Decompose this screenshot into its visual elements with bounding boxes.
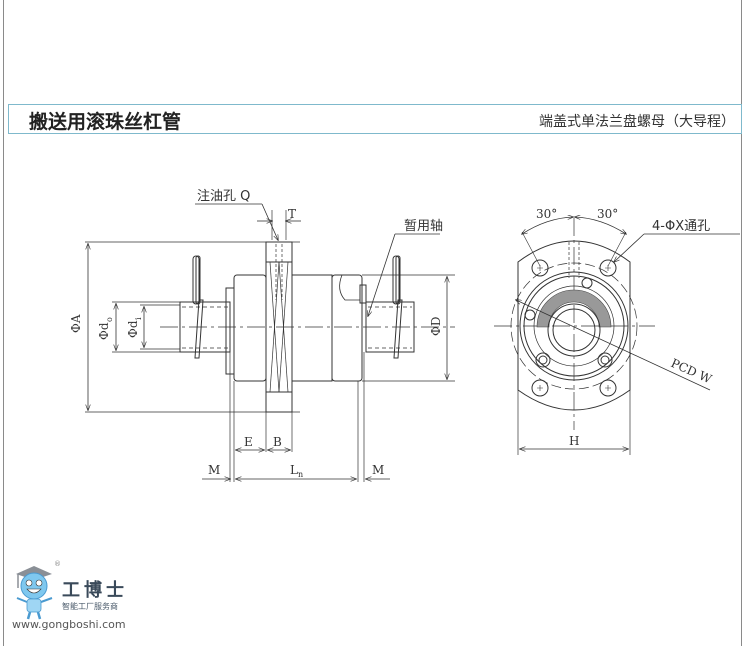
oil-hole-leader: [261, 203, 278, 240]
left-shaft-tube: [179, 301, 231, 353]
svg-text:n: n: [298, 470, 303, 479]
nut-body: [291, 274, 333, 382]
gongboshi-logo[interactable]: ® 工博士 智能工厂服务商 www.gongboshi.com: [10, 560, 140, 640]
svg-text:i: i: [134, 317, 143, 320]
product-type-subtitle: 端盖式单法兰盘螺母（大导程）: [539, 114, 735, 130]
angle-right-label: 30°: [597, 207, 618, 221]
phi-do-label: Φd o: [97, 317, 114, 340]
Ln-label: L n: [290, 463, 303, 479]
registered-mark: ®: [54, 560, 61, 568]
svg-text:o: o: [105, 317, 114, 322]
pcd-circle: [510, 262, 638, 390]
logo-url[interactable]: www.gongboshi.com: [12, 618, 126, 631]
through-hole: [531, 259, 549, 277]
screw: [597, 352, 613, 368]
through-hole: [599, 259, 617, 277]
through-hole-leader: [614, 233, 645, 262]
angle-left-label: 30°: [536, 207, 557, 221]
title-banner: 搬送用滚珠丝杠管 端盖式单法兰盘螺母（大导程）: [8, 104, 742, 134]
right-retaining-clip: [392, 255, 400, 305]
svg-text:L: L: [290, 463, 298, 477]
side-view: [85, 203, 455, 482]
screw: [535, 352, 551, 368]
logo-slogan: 智能工厂服务商: [62, 602, 118, 611]
right-shaft-tube: [365, 301, 415, 353]
phi-D-label: ΦD: [429, 317, 443, 336]
T-label: T: [288, 207, 296, 221]
M-right-label: M: [372, 463, 384, 477]
through-hole: [599, 379, 617, 397]
temp-shaft-label: 暂用轴: [404, 219, 443, 234]
screw: [581, 277, 593, 289]
left-retaining-clip: [192, 255, 200, 305]
angle-arc-right: [575, 217, 626, 234]
flange-outline: [517, 240, 631, 411]
front-view: [494, 217, 740, 455]
svg-text:Φd: Φd: [126, 320, 140, 338]
B-label: B: [273, 435, 282, 449]
phi-di-label: Φd i: [126, 317, 143, 338]
svg-text:Φd: Φd: [97, 322, 111, 340]
pcd-leader: [516, 300, 711, 391]
phi-A-label: ΦA: [69, 314, 83, 333]
shaft-outer: [547, 303, 601, 357]
oil-hole-label: 注油孔 Q: [197, 189, 250, 204]
temp-shaft-leader: [368, 233, 396, 316]
mascot-icon: [16, 566, 53, 620]
logo-brand-name: 工博士: [62, 580, 128, 601]
M-left-label: M: [208, 463, 220, 477]
through-hole-label: 4-ΦX通孔: [652, 219, 710, 234]
ball-track: [536, 289, 612, 328]
product-category-title: 搬送用滚珠丝杠管: [29, 111, 182, 133]
nut-right-end-cap: [331, 274, 363, 382]
through-hole: [531, 379, 549, 397]
H-label: H: [569, 434, 579, 448]
nut-left-end-cap: [233, 274, 267, 382]
screw: [524, 309, 536, 321]
E-label: E: [244, 435, 253, 449]
pcd-label: PCD W: [669, 356, 715, 387]
angle-arc-left: [522, 217, 573, 234]
page-frame: [3, 0, 742, 646]
